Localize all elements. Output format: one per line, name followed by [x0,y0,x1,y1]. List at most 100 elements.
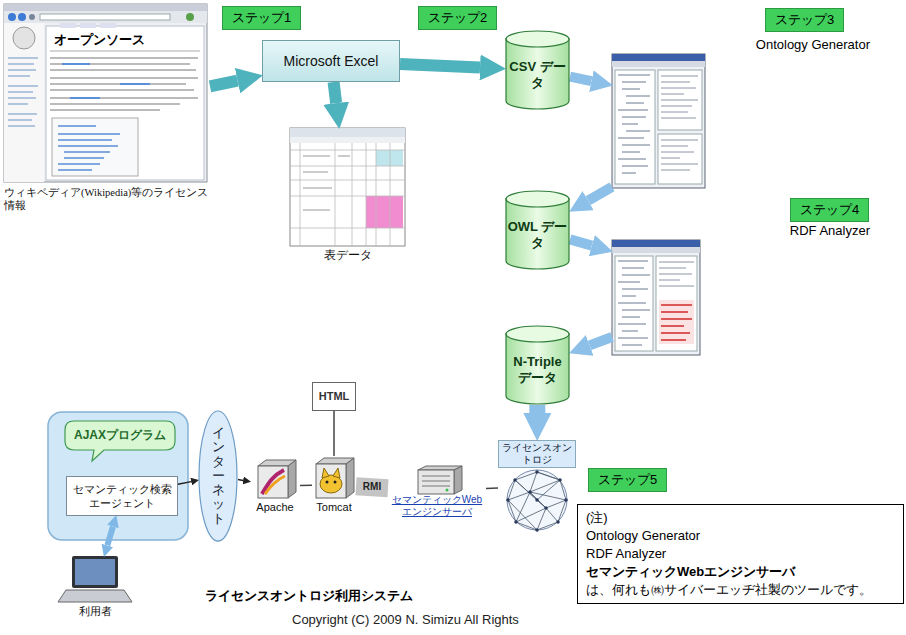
connector [400,64,480,67]
rdf-analyzer-screenshot [656,256,697,351]
node-text: CSV データ [507,59,568,91]
node-text: Microsoft Excel [267,53,395,69]
connector [238,479,243,481]
laptop-icon [58,556,132,602]
ontology-network-ball [507,470,567,530]
node-text: OWL データ [507,219,568,251]
ontology-node: ライセンスオントロジ [498,440,576,532]
step-tag: ステップ1 [222,6,301,30]
wikipedia-screenshot [186,13,194,21]
tool-box: Microsoft Excel [262,40,400,82]
picture-area [388,464,486,494]
node-text: 利用者 [50,604,140,618]
connector [107,527,113,546]
picture-area [4,4,210,182]
wikipedia-screenshot [4,4,207,182]
data-cylinder: CSV データ [505,30,570,110]
cylinder-body [506,38,569,109]
edge-label: RMI [361,481,383,493]
wikipedia-screenshot [80,23,96,28]
connector [486,487,498,489]
rdf-analyzer-screenshot [659,262,694,286]
copyright-note: Copyright (C) 2009 N. Simizu All Rights [292,612,519,628]
rdf-analyzer-screenshot [612,240,700,247]
rdf-analyzer-screenshot [615,256,653,351]
wikipedia-screenshot [18,13,26,21]
connector [178,482,191,485]
wikipedia-screenshot [40,14,170,20]
node-text: ステップ4 [800,202,859,218]
node-text: ステップ5 [598,472,657,488]
node-text: N-Triple データ [507,354,568,386]
user-laptop: 利用者 [50,556,140,618]
ontology-generator-screenshot [658,134,702,184]
tool-screenshot: Ontology Generator [612,36,870,188]
rdf-analyzer-screenshot [659,300,694,344]
table-screenshot [376,150,403,166]
wikipedia-screenshot [58,126,120,170]
connector [300,485,312,487]
apache-server-icon [262,470,284,494]
laptop-icon [58,590,132,602]
engine-server-icon [454,466,462,494]
engine-server: セマンティックWebエンジンサーバ [388,464,486,518]
picture-area [250,458,300,500]
picture-area [290,128,405,246]
ontology-generator-screenshot [618,75,650,173]
cylinder-top [506,191,569,207]
ontology-generator-screenshot [615,70,655,184]
ontology-generator-screenshot [612,54,705,61]
node-text: 表データ [290,246,405,263]
node-text: AJAXプログラム [70,428,170,443]
apache-server-icon [258,466,288,498]
ontology-generator-screenshot [612,54,705,188]
node-text: Tomcat [312,500,356,514]
data-cylinder: OWL データ [505,190,570,270]
connector [333,411,335,456]
speech-bubble [65,421,175,461]
table-screenshot [290,128,405,246]
node-text: インターネット [212,426,225,526]
picture-area [312,456,356,500]
table-screenshot [303,156,350,210]
agent-box: セマンティック検索エージェント [66,476,178,516]
step-tag: ステップ2 [418,6,497,30]
data-cylinder: N-Triple データ [505,325,570,405]
rdf-analyzer-screenshot [661,305,692,340]
wikipedia-screenshot [13,27,35,49]
ontology-generator-screenshot [661,76,698,118]
cylinder-top [506,31,569,47]
tomcat-server-icon [316,458,354,498]
wikipedia-screenshot [4,4,207,11]
tomcat-server-icon [322,468,340,478]
node-text: Ontology Generator [586,527,895,545]
system-panel [48,412,188,540]
engine-server-icon [418,466,462,494]
connector [570,77,591,81]
wikipedia-screenshot [50,51,200,52]
note-box: (注)Ontology GeneratorRDF Analyzerセマンティック… [577,504,904,604]
connector [588,187,612,201]
node-text: (注) [586,509,895,527]
program-bubble: AJAXプログラム [64,420,176,451]
wikipedia-screenshot [8,58,38,126]
tomcat-server-icon [326,481,329,484]
node-text: セマンティックWebエンジンサーバ [388,494,486,518]
rdf-analyzer-screenshot [612,247,700,253]
picture-area [50,556,140,604]
engine-server-icon [418,470,454,494]
node-text: Apache [250,500,300,514]
node-text: ステップ2 [428,10,487,26]
step-tag: ステップ3 [765,8,844,32]
connector [334,82,337,103]
wikipedia-screenshot [29,14,35,20]
wikipedia-screenshot [46,26,204,180]
html-document: HTML [312,382,356,411]
cylinder-body [506,198,569,269]
table-screenshot [290,128,405,137]
rdf-analyzer-screenshot [618,261,650,345]
apache-server-icon [265,476,285,494]
ontology-generator-screenshot [658,70,702,130]
ontology-generator-screenshot [612,54,705,188]
engine-server-icon [422,476,450,486]
